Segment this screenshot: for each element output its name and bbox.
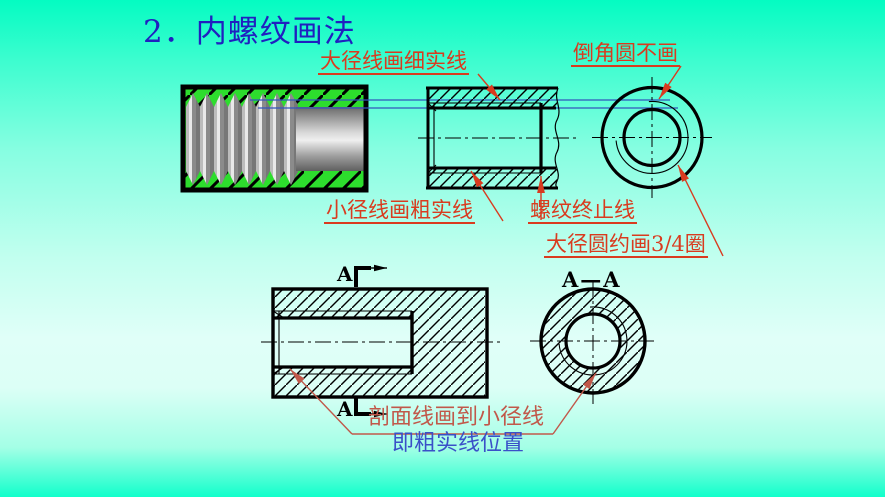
note-thick-line-position: 即粗实线位置 bbox=[392, 431, 525, 456]
section-view-title: A—A bbox=[562, 267, 622, 292]
note-hatch-to-minor-line: 剖面线画到小径线 bbox=[368, 405, 545, 430]
leader-major-circle bbox=[677, 164, 724, 257]
minor-diameter-circle bbox=[622, 107, 682, 168]
leader-section-hatch-note bbox=[289, 368, 597, 435]
slide-title: 2．内螺纹画法 bbox=[143, 14, 356, 50]
cut-letter-top: A bbox=[337, 262, 353, 286]
leader-lines bbox=[470, 65, 724, 257]
cutting-plane-marker-bottom bbox=[354, 398, 387, 418]
label-minor-diameter-line: 小径线画粗实线 bbox=[324, 198, 475, 224]
label-major-diameter-line: 大径线画细实线 bbox=[318, 49, 469, 75]
cut-letter-bottom: A bbox=[337, 397, 353, 421]
leader-minor-line bbox=[470, 170, 504, 222]
leader-major-line bbox=[477, 73, 501, 101]
minor-diameter-circle bbox=[564, 312, 622, 370]
leader-to-aa-view bbox=[552, 372, 597, 435]
cutting-plane-marker-top bbox=[354, 264, 387, 287]
photo-thread-ridges bbox=[186, 93, 298, 185]
end-view-circle bbox=[592, 77, 712, 198]
label-thread-termination-line: 螺纹终止线 bbox=[528, 198, 637, 224]
front-view-through-hole bbox=[418, 86, 577, 190]
front-view-blind-hole-section bbox=[261, 287, 500, 399]
photo-internal-thread-cutaway bbox=[180, 84, 369, 193]
outer-circle bbox=[600, 85, 704, 190]
label-chamfer-circle-not-drawn: 倒角圆不画 bbox=[571, 41, 680, 67]
leader-to-front-view bbox=[289, 368, 353, 435]
photo-smooth-bore bbox=[296, 107, 364, 171]
label-major-diameter-three-quarter-circle: 大径圆约画3/4圈 bbox=[544, 232, 708, 258]
major-diameter-three-quarter-arc bbox=[558, 306, 628, 376]
major-diameter-three-quarter-arc bbox=[615, 100, 689, 174]
section-view-a-a bbox=[530, 281, 657, 404]
break-wavy-line bbox=[554, 87, 560, 189]
leader-chamfer-circle bbox=[658, 65, 682, 100]
outer-circle bbox=[539, 287, 647, 395]
